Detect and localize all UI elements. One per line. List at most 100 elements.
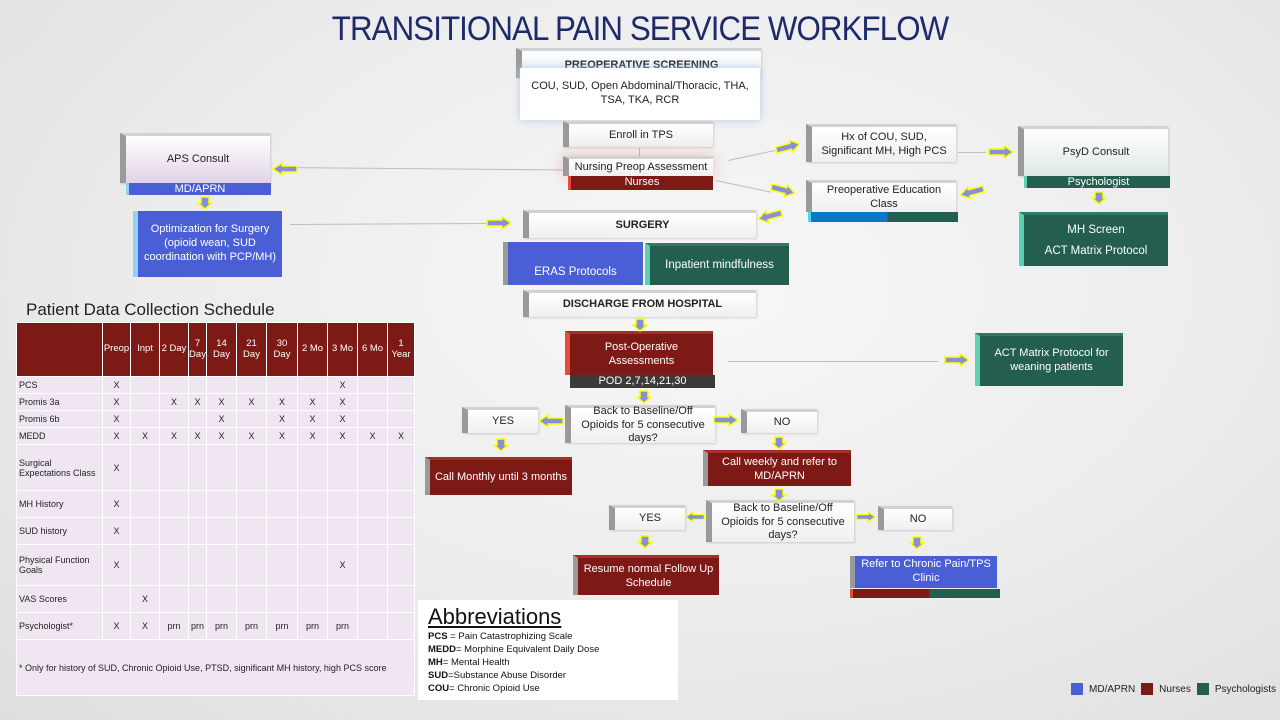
connector-line [274, 167, 565, 171]
schedule-cell [236, 544, 267, 586]
schedule-cell [130, 517, 160, 545]
schedule-cell: X [297, 410, 328, 428]
schedule-cell [357, 612, 388, 640]
schedule-cell [266, 376, 298, 394]
schedule-column-header: 1 Year [387, 322, 415, 377]
schedule-cell: X [297, 393, 328, 411]
schedule-row-label: SUD history [16, 517, 103, 545]
schedule-cell [236, 585, 267, 613]
schedule-cell: X [130, 612, 160, 640]
schedule-cell [159, 490, 189, 518]
schedule-cell [236, 444, 267, 491]
arrow-left-icon [272, 162, 298, 176]
schedule-cell: X [327, 410, 358, 428]
schedule-cell: X [327, 393, 358, 411]
schedule-cell [387, 444, 415, 491]
schedule-cell [357, 410, 388, 428]
schedule-row-label: Physical Function Goals [16, 544, 103, 586]
arrow-down-icon [632, 318, 648, 332]
schedule-cell [266, 544, 298, 586]
arrow-down-icon [197, 196, 213, 210]
decision-2-box: Back to Baseline/Off Opioids for 5 conse… [706, 500, 854, 542]
schedule-cell [297, 585, 328, 613]
md-aprn-band: MD/APRN [126, 183, 271, 195]
education-team-band [808, 212, 958, 222]
abbreviations-panel: Abbreviations PCS = Pain Catastrophizing… [418, 600, 678, 700]
schedule-column-header: 14 Day [206, 322, 237, 377]
schedule-cell: X [102, 544, 131, 586]
schedule-cell [387, 585, 415, 613]
schedule-cell [206, 376, 237, 394]
schedule-cell [236, 410, 267, 428]
schedule-cell: X [102, 376, 131, 394]
connector-line [728, 150, 776, 161]
schedule-cell [387, 490, 415, 518]
legend-swatch [1071, 683, 1084, 695]
connector-line [715, 180, 771, 193]
schedule-cell: X [387, 427, 415, 445]
legend-swatch [1196, 683, 1209, 695]
connector-line [639, 148, 640, 156]
schedule-cell [266, 490, 298, 518]
preop-education-box: Preoperative Education Class [806, 180, 956, 212]
schedule-cell: X [188, 393, 207, 411]
schedule-cell [236, 376, 267, 394]
schedule-row-label: MH History [16, 490, 103, 518]
schedule-column-header: 2 Mo [297, 322, 328, 377]
schedule-cell [130, 490, 160, 518]
schedule-cell [387, 544, 415, 586]
schedule-cell [357, 517, 388, 545]
schedule-cell [327, 517, 358, 545]
yes-2-box: YES [609, 505, 685, 530]
schedule-cell [159, 376, 189, 394]
schedule-cell: X [266, 410, 298, 428]
schedule-cell [357, 393, 388, 411]
schedule-cell: X [188, 427, 207, 445]
arrow-right-icon [944, 353, 970, 367]
arrow-down-icon [637, 535, 653, 549]
schedule-cell [130, 444, 160, 491]
schedule-cell [266, 585, 298, 613]
schedule-cell [159, 517, 189, 545]
schedule-cell [297, 517, 328, 545]
no-1-box: NO [741, 409, 817, 433]
arrow-down-icon [636, 390, 652, 404]
act-matrix-label: ACT Matrix Protocol [1044, 244, 1148, 257]
postop-assessments-box: Post-Operative Assessments [565, 331, 713, 375]
schedule-cell: X [236, 393, 267, 411]
schedule-cell: X [102, 427, 131, 445]
abbreviation-item: COU= Chronic Opioid Use [428, 683, 540, 694]
schedule-column-header: 21 Day [236, 322, 267, 377]
schedule-cell: X [102, 490, 131, 518]
schedule-cell: X [357, 427, 388, 445]
schedule-cell [188, 517, 207, 545]
mh-screen-box: MH Screen ACT Matrix Protocol [1019, 212, 1168, 266]
no-2-box: NO [878, 506, 952, 530]
schedule-cell [206, 585, 237, 613]
arrow-left-icon [538, 414, 564, 428]
arrow-left-down-icon [756, 206, 785, 226]
psychologist-band: Psychologist [1024, 176, 1170, 188]
schedule-cell: X [266, 427, 298, 445]
refer-chronic-pain-box: Refer to Chronic Pain/TPS Clinic [850, 556, 997, 588]
arrow-right-up-icon [774, 137, 803, 157]
aps-consult-box: APS Consult [120, 133, 270, 183]
schedule-cell [387, 393, 415, 411]
abbreviation-item: MH= Mental Health [428, 657, 510, 668]
schedule-cell: X [159, 393, 189, 411]
schedule-cell [357, 376, 388, 394]
schedule-cell: X [130, 585, 160, 613]
mh-screen-label: MH Screen [1067, 224, 1125, 237]
hx-box: Hx of COU, SUD, Significant MH, High PCS [806, 124, 956, 162]
schedule-cell [297, 444, 328, 491]
schedule-column-header: 6 Mo [357, 322, 388, 377]
act-weaning-box: ACT Matrix Protocol for weaning patients [975, 333, 1123, 386]
